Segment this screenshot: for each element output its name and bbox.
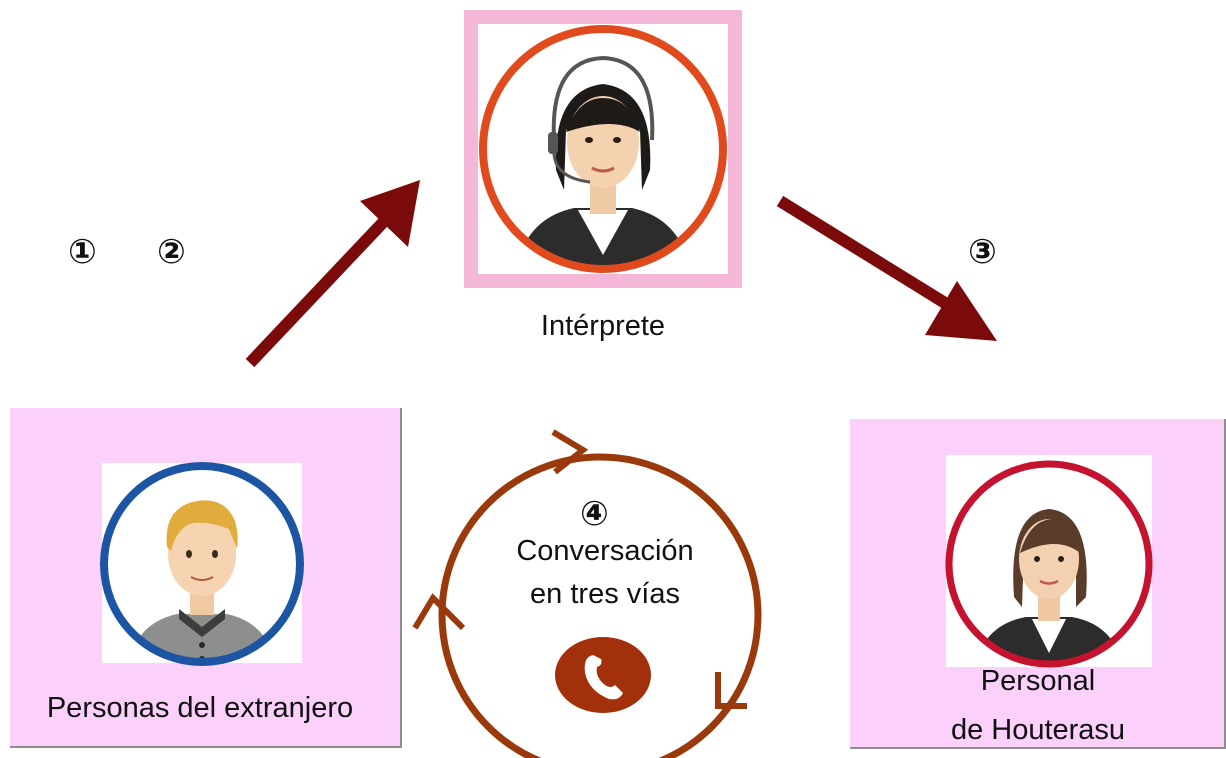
staff-label-line1: Personal: [980, 665, 1096, 697]
conversation-label-line1: Conversación: [516, 535, 694, 567]
phone-icon: [555, 637, 651, 713]
step-3-label: ③: [968, 233, 997, 271]
interpreter-frame: [464, 10, 742, 288]
arrow-interpreter-to-staff: [776, 195, 997, 341]
arrow-foreigner-to-interpreter: [245, 180, 420, 368]
foreigner-label: Personas del extranjero: [46, 692, 354, 724]
step-2-label: ②: [157, 233, 186, 271]
staff-box: Personal de Houterasu: [850, 419, 1226, 749]
staff-label-line2: de Houterasu: [950, 714, 1126, 746]
foreigner-avatar: [100, 462, 304, 666]
staff-avatar: [945, 460, 1153, 668]
foreigner-box: Personas del extranjero: [10, 408, 402, 748]
conversation-cycle: [412, 429, 762, 758]
conversation-label-line2: en tres vías: [530, 578, 680, 610]
step-4-label: ④: [580, 495, 609, 533]
step-1-label: ①: [68, 233, 97, 271]
interpreter-avatar: [479, 25, 727, 273]
interpreter-label: Intérprete: [540, 310, 666, 342]
